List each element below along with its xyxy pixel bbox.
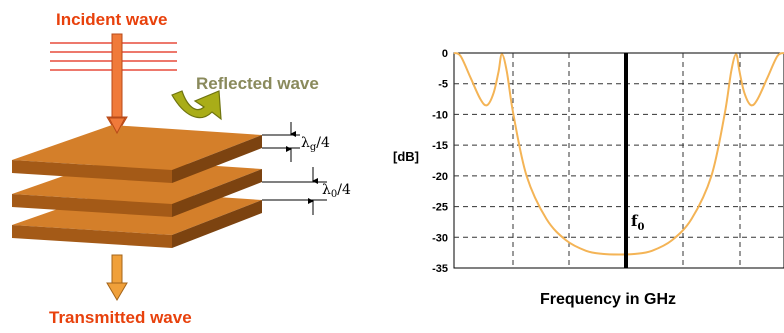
y-tick-label: -35: [432, 263, 448, 275]
x-axis-label: Frequency in GHz: [540, 291, 677, 308]
slab-top: [12, 125, 262, 183]
chart-area: 0-5-10-15-20-25-30-35 f0: [432, 48, 784, 275]
plot-frame: [453, 52, 784, 269]
y-axis-label: [dB]: [393, 149, 419, 164]
y-tick-label: -5: [438, 79, 448, 91]
reflected-arrow: [171, 90, 222, 121]
transmitted-arrow: [106, 254, 128, 301]
incident-wave-label: Incident wave: [56, 10, 168, 29]
y-tick-labels: 0 -5 -10 -15 -20 -25 -30 -35: [432, 48, 448, 275]
series-line-reflection: [453, 52, 784, 256]
reflected-wave-label: Reflected wave: [196, 74, 319, 93]
dim-free-label: λ0/4: [322, 182, 351, 200]
dimension-guided: λg/4: [262, 122, 330, 162]
incident-arrow-tip: [108, 117, 126, 135]
y-tick-label: 0: [442, 48, 448, 60]
y-tick-label: -20: [432, 171, 448, 183]
transmitted-wave-label: Transmitted wave: [49, 308, 192, 327]
dimension-free: λ0/4: [262, 167, 351, 215]
y-tick-label: -25: [432, 202, 448, 214]
y-tick-label: -30: [432, 232, 448, 244]
dim-guided-label: λg/4: [301, 135, 330, 153]
y-tick-label: -10: [432, 109, 448, 121]
y-tick-label: -15: [432, 140, 448, 152]
